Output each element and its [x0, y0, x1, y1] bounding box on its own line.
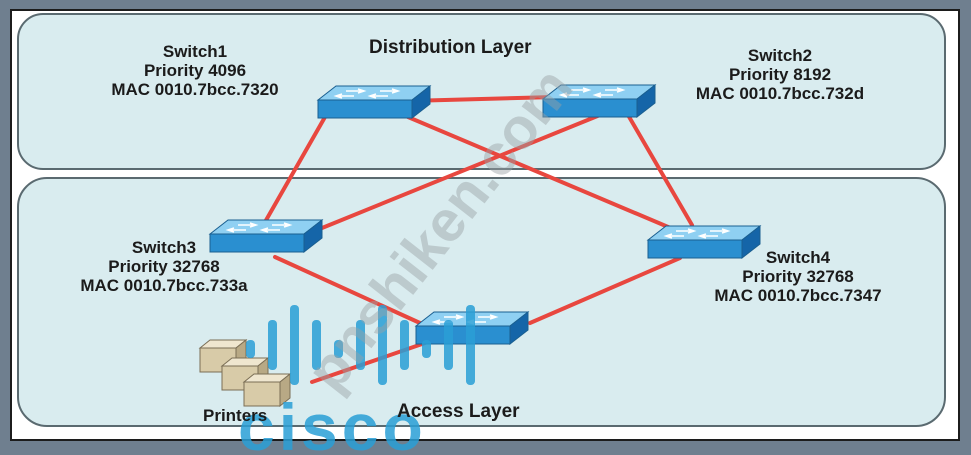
- link-switch4-access: [528, 256, 682, 325]
- switch3-label: Switch3 Priority 32768 MAC 0010.7bcc.733…: [44, 238, 284, 295]
- cisco-logo-watermark: [246, 305, 475, 385]
- switch1-name: Switch1: [162, 42, 228, 61]
- cisco-logo-text: cisco: [238, 390, 427, 455]
- switch4-label: Switch4 Priority 32768 MAC 0010.7bcc.734…: [682, 248, 914, 305]
- distribution-layer-title: Distribution Layer: [369, 37, 532, 58]
- link-switch1-switch3: [263, 115, 327, 224]
- link-switch2-switch3: [320, 113, 602, 230]
- switch3-name: Switch3: [131, 238, 197, 257]
- printers-label: Printers: [203, 406, 268, 425]
- link-switch2-switch4: [626, 113, 694, 227]
- distribution-layer-panel: [17, 13, 946, 170]
- switch4-priority: Priority 32768: [742, 267, 854, 286]
- switch4-mac: MAC 0010.7bcc.7347: [714, 286, 882, 305]
- access-layer-panel: [17, 177, 946, 427]
- link-switch1-switch2: [406, 95, 557, 103]
- access-layer-title: Access Layer: [397, 401, 520, 422]
- printers-icon: [198, 338, 292, 408]
- link-switch3-access: [273, 255, 422, 325]
- switch2-name: Switch2: [747, 46, 813, 65]
- switch1-label: Switch1 Priority 4096 MAC 0010.7bcc.7320: [80, 42, 310, 99]
- switch2-label: Switch2 Priority 8192 MAC 0010.7bcc.732d: [665, 46, 895, 103]
- switch3-priority: Priority 32768: [108, 257, 220, 276]
- switch1-mac: MAC 0010.7bcc.7320: [111, 80, 279, 99]
- switch3-mac: MAC 0010.7bcc.733a: [80, 276, 248, 295]
- switch1-icon: [317, 85, 431, 119]
- switch4-name: Switch4: [765, 248, 831, 267]
- switch1-priority: Priority 4096: [143, 61, 247, 80]
- switch2-mac: MAC 0010.7bcc.732d: [695, 84, 865, 103]
- switch2-priority: Priority 8192: [728, 65, 832, 84]
- link-switch1-switch4: [406, 115, 682, 234]
